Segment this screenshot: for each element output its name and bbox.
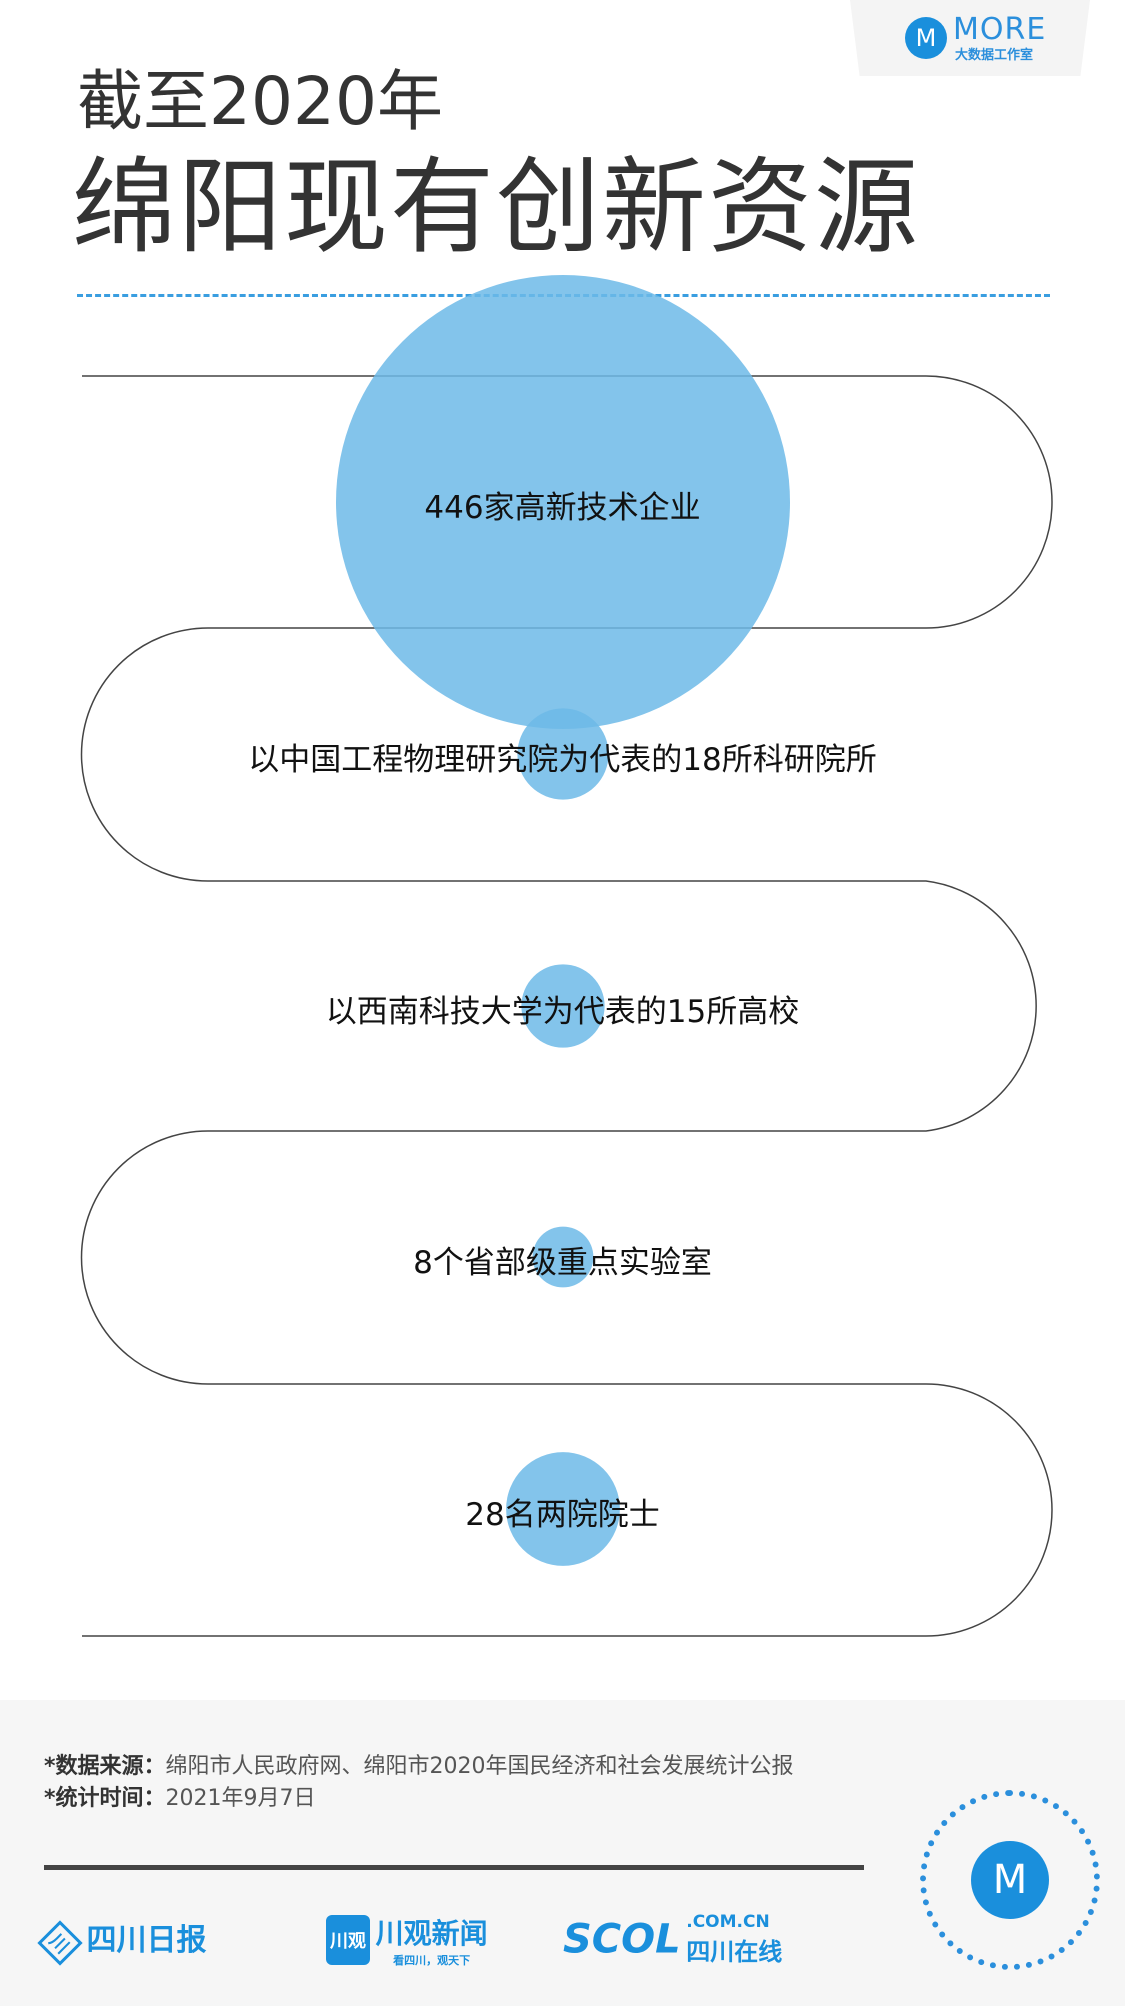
footer: *数据来源：绵阳市人民政府网、绵阳市2020年国民经济和社会发展统计公报 *统计…: [0, 1700, 1125, 2006]
page-title: 绵阳现有创新资源: [72, 146, 921, 268]
brand-logo: M MORE 大数据工作室: [850, 0, 1090, 76]
bubble-2: [517, 708, 609, 800]
scol-logo: SCOL .COM.CN 四川在线: [563, 1912, 782, 1967]
chuanguan-slogan: 看四川，观天下: [393, 1954, 471, 1967]
source-label: *数据来源：: [44, 1754, 166, 1779]
serpentine-path: [80, 375, 1053, 1637]
chuanguan-logo: 川观 川观新闻看四川，观天下: [326, 1912, 488, 1968]
m-logo-icon: M: [905, 17, 947, 59]
date-note: *统计时间：2021年9月7日: [44, 1780, 316, 1812]
bubble-4: [532, 1226, 594, 1288]
scol-text: SCOL: [563, 1916, 681, 1963]
brand-name-en: MORE: [953, 12, 1047, 47]
mini-program-qr-code[interactable]: M: [920, 1790, 1100, 1970]
title-line1: 截至2020年: [77, 63, 443, 140]
source-text: 绵阳市人民政府网、绵阳市2020年国民经济和社会发展统计公报: [165, 1754, 794, 1779]
date-label: *统计时间：: [44, 1786, 166, 1811]
sichuan-daily-logo: 川 四川日报: [37, 1915, 207, 1966]
serpentine-diagram: [80, 275, 1053, 1637]
item-label: 8个省部级重点实验室: [413, 1245, 712, 1281]
scol-cn: 四川在线: [686, 1938, 783, 1966]
chuanguan-badge: 川观: [326, 1915, 370, 1965]
sichuan-daily-icon: 川: [37, 1920, 83, 1966]
bubble-5: [506, 1452, 620, 1566]
bubble-3: [521, 964, 605, 1048]
item-label: 以中国工程物理研究院为代表的18所科研院所: [248, 742, 877, 778]
bubble-1: [336, 275, 790, 729]
scol-domain: .COM.CN: [686, 1912, 770, 1932]
footer-divider: [44, 1865, 864, 1870]
item-label: 以西南科技大学为代表的15所高校: [325, 994, 800, 1030]
brand-name-cn: 大数据工作室: [955, 48, 1034, 63]
item-label: 446家高新技术企业: [424, 490, 701, 526]
sichuan-daily-text: 四川日报: [86, 1923, 207, 1958]
chuanguan-name: 川观新闻: [375, 1917, 488, 1950]
item-label: 28名两院院士: [465, 1497, 660, 1533]
date-text: 2021年9月7日: [165, 1786, 316, 1811]
source-note: *数据来源：绵阳市人民政府网、绵阳市2020年国民经济和社会发展统计公报: [44, 1748, 794, 1780]
m-logo-icon: M: [971, 1841, 1049, 1919]
